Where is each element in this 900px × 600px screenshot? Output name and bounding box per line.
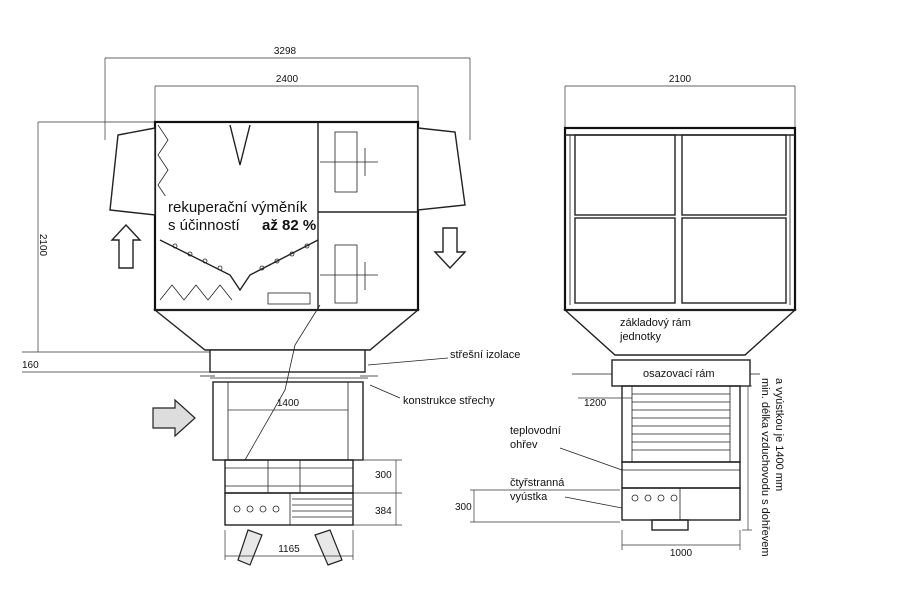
dimension-right-unit-width: 2100 (564, 74, 796, 128)
four-way-diffuser-label: čtyřstranná (510, 477, 565, 489)
right-exhaust-hood (417, 127, 466, 211)
outlet-arrow-right-icon (314, 529, 343, 566)
panel-top-right (681, 134, 787, 216)
supply-duct-front (621, 385, 741, 463)
unit-housing-front (563, 126, 797, 312)
panel-bottom-right (681, 217, 787, 304)
bottom-plug (651, 519, 689, 531)
dim-1165: 1165 (278, 544, 300, 555)
dimension-left-unit-width: 2400 (154, 74, 419, 125)
unit-frame-label: základový rám (620, 317, 691, 329)
dim-1200: 1200 (584, 398, 607, 409)
exchanger-top-v (229, 124, 251, 166)
supply-duct (212, 381, 364, 461)
diffuser-front-dampers (631, 494, 678, 502)
water-heating-label: teplovodní (510, 425, 561, 437)
dimension-left-overall-width: 3298 (104, 46, 471, 140)
outlet-arrow-left-icon (237, 529, 263, 566)
dim-3298: 3298 (274, 46, 297, 57)
roof-curb (209, 349, 366, 373)
dim-1400: 1400 (277, 398, 300, 409)
roof-insulation-label: střešní izolace (450, 349, 520, 361)
panel-bottom-left (574, 217, 676, 304)
cable-line (244, 304, 321, 461)
exhaust-arrow-icon (433, 227, 467, 270)
unit-frame-label-line2: jednotky (619, 331, 661, 343)
dim-2100-left: 2100 (37, 234, 48, 257)
dim-384: 384 (375, 506, 392, 517)
side-air-arrow-icon (152, 398, 196, 438)
dim-300-right: 300 (455, 502, 472, 513)
filter-zigzag-bottom (159, 284, 233, 301)
heat-exchanger-efficiency-value: až 82 % (262, 217, 316, 234)
left-view: 3298 2400 2100 160 (22, 46, 520, 566)
dim-1000: 1000 (670, 548, 693, 559)
heat-exchanger-label: rekuperační výměník (168, 199, 308, 216)
transition-hopper (153, 309, 420, 351)
transition-hopper-front (563, 309, 797, 356)
right-view: 2100 základový rám jednotky osazovací rá… (455, 74, 797, 559)
fan-upper (320, 131, 378, 193)
heater-section (224, 459, 354, 494)
exchanger-bottom-v (159, 239, 319, 292)
exchanger-dampers (172, 243, 310, 271)
fan-lower (320, 244, 378, 304)
diffuser-section (224, 492, 354, 526)
water-heating-label-line2: ohřev (510, 439, 538, 451)
dimension-left-height: 2100 (22, 121, 215, 353)
panel-top-left (574, 134, 676, 216)
heater-front (621, 461, 741, 489)
roof-construction-label: konstrukce střechy (403, 395, 495, 407)
dim-300-left: 300 (375, 470, 392, 481)
control-panel (267, 292, 311, 305)
dimension-left-curb: 160 (22, 360, 215, 373)
intake-arrow-icon (110, 223, 142, 269)
diffuser-front (621, 487, 741, 521)
mounting-frame-label: osazovací rám (643, 368, 715, 380)
dim-2100-right: 2100 (669, 74, 692, 85)
dim-160: 160 (22, 360, 39, 371)
dim-2400: 2400 (276, 74, 299, 85)
duct-length-note: min. délka vzduchovodu s dohřevem (759, 378, 771, 557)
left-intake-hood (109, 127, 156, 216)
duct-length-note-line2: a vyústkou je 1400 mm (773, 378, 785, 491)
diffuser-dampers (233, 505, 280, 513)
four-way-diffuser-label-line2: vyústka (510, 491, 548, 503)
diffuser-slats (292, 498, 352, 518)
heat-exchanger-efficiency-label: s účinností (168, 217, 241, 234)
duct-slats-front (631, 386, 731, 462)
filter-zigzag-vertical (157, 124, 169, 201)
